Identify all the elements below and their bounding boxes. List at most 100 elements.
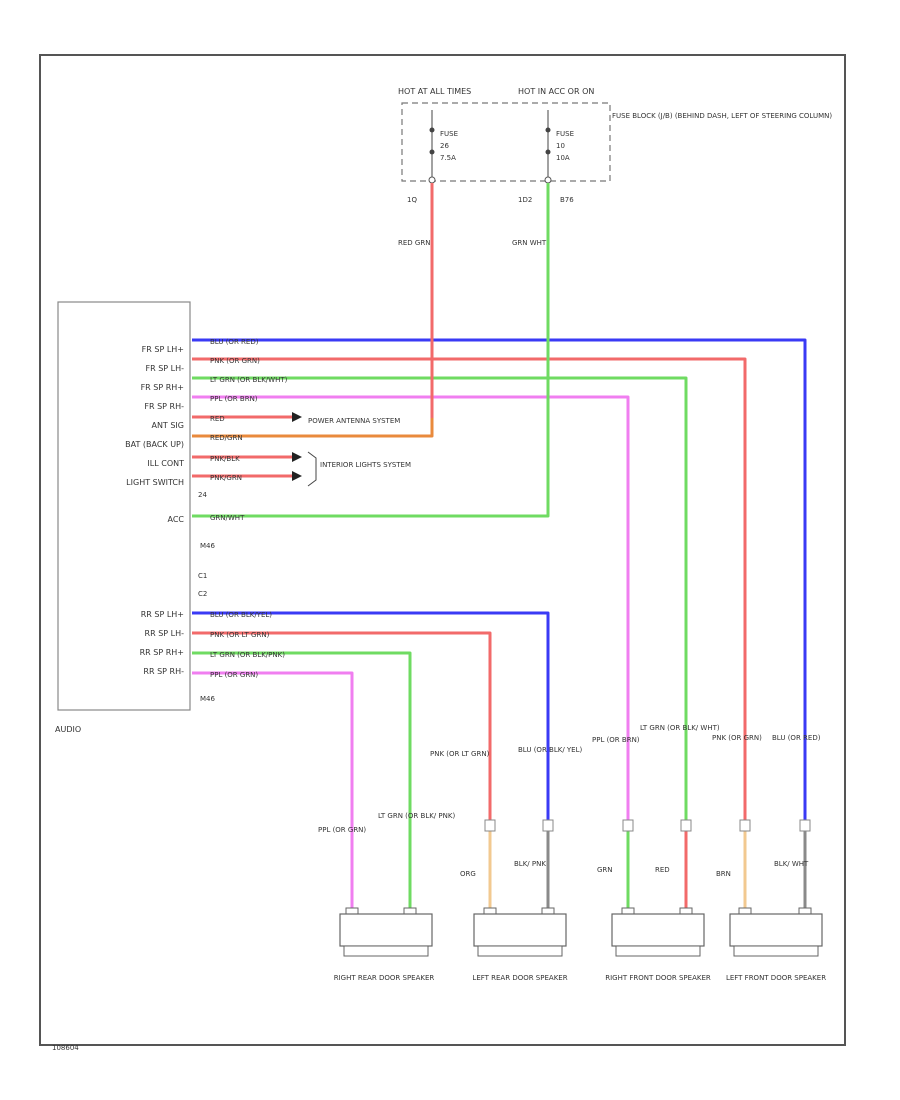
ground-m46-bottom: M46 [200, 695, 215, 703]
fuse-right-amperage: 10A [556, 154, 570, 162]
speaker-right-front-body [611, 913, 705, 947]
wire-feed-right-green [192, 183, 550, 518]
speaker-left-rear: LEFT REAR DOOR SPEAKER [472, 907, 568, 982]
label-rr-rh-pos: LT GRN (OR BLK/PNK) [210, 651, 285, 659]
speaker-left-front: LEFT FRONT DOOR SPEAKER [726, 907, 826, 982]
label-rr-lh-neg: PNK (OR LT GRN) [210, 631, 270, 639]
hot-in-acc-label: HOT IN ACC OR ON [518, 87, 594, 96]
arrow-ill-cont [292, 452, 302, 462]
wire-fr-rh-pos [192, 376, 688, 822]
fuse-right-word: FUSE [556, 130, 574, 138]
rr-rh-ppl-label: PPL (OR GRN) [318, 826, 366, 834]
wire-rr-rh-neg [192, 671, 354, 912]
ground-m46-top: M46 [200, 542, 215, 550]
fr-lh-pnk-label: PNK (OR GRN) [712, 734, 762, 742]
terminal-left-label: 1Q [407, 196, 417, 204]
feed-wire-right-label: GRN WHT [512, 239, 547, 247]
label-ant: RED [210, 415, 225, 423]
label-fr-rh-neg: PPL (OR BRN) [210, 395, 258, 403]
terminal-right-label-2: B76 [560, 196, 574, 204]
connector-fr-rh-a [622, 819, 634, 832]
audio-unit-box [57, 301, 191, 711]
fr-rh-grn-label: LT GRN (OR BLK/ WHT) [640, 724, 720, 732]
pin-fr-sp-lh-pos: FR SP LH+ [142, 345, 184, 354]
wire-fr-rh-neg [192, 395, 630, 822]
pin-fr-sp-rh-neg: FR SP RH- [144, 402, 184, 411]
fr-rh-b2-label: RED [655, 866, 670, 874]
speaker-right-rear-body [339, 913, 433, 947]
label-rr-lh-pos: BLU (OR BLK/YEL) [210, 611, 272, 619]
wire-color-labels: BLU (OR RED) PNK (OR GRN) LT GRN (OR BLK… [210, 338, 288, 679]
rr-lh-pnk-label: PNK (OR LT GRN) [430, 750, 490, 758]
label-fr-lh-neg: PNK (OR GRN) [210, 357, 260, 365]
fr-lh-b1-label: BRN [716, 870, 731, 878]
speaker-left-rear-label: LEFT REAR DOOR SPEAKER [472, 974, 567, 982]
pin-acc: ACC [167, 515, 184, 524]
label-rr-rh-neg: PPL (OR GRN) [210, 671, 258, 679]
wire-feed-left-orange [192, 418, 434, 438]
pin-ant-sig: ANT SIG [151, 421, 184, 430]
power-antenna-system-label: POWER ANTENNA SYSTEM [308, 417, 400, 425]
arrow-ant-sig [292, 412, 302, 422]
connector-fr-rh-b [680, 819, 692, 832]
fr-lh-blu-label: BLU (OR RED) [772, 734, 821, 742]
speaker-left-rear-body [473, 913, 567, 947]
wires [192, 183, 807, 912]
label-ill: PNK/BLK [210, 455, 240, 463]
fuse-right-symbol [545, 127, 551, 133]
pin-rr-sp-rh-neg: RR SP RH- [143, 667, 184, 676]
feed-wire-left-label: RED GRN [398, 239, 430, 247]
rr-lh-b1-label: ORG [460, 870, 476, 878]
rr-rh-grn-label: LT GRN (OR BLK/ PNK) [378, 812, 455, 820]
label-bat: RED/GRN [210, 434, 243, 442]
fuse-left-word: FUSE [440, 130, 458, 138]
pin-bat-backup: BAT (BACK UP) [125, 440, 184, 449]
fuse-right-number: 10 [556, 142, 565, 150]
fuse-right-terminal [544, 176, 552, 184]
fuse-left-terminal [428, 176, 436, 184]
rr-lh-blu-label: BLU (OR BLK/ YEL) [518, 746, 583, 754]
speaker-right-front-label: RIGHT FRONT DOOR SPEAKER [605, 974, 711, 982]
connector-24: 24 [198, 491, 207, 499]
connector-rr-lh-b [542, 819, 554, 832]
fuse-left-number: 26 [440, 142, 449, 150]
wire-fr-lh-pos [192, 338, 807, 822]
footer-code: 108604 [52, 1044, 79, 1052]
pin-fr-sp-rh-pos: FR SP RH+ [141, 383, 184, 392]
connector-rr-lh-a [484, 819, 496, 832]
speaker-right-front: RIGHT FRONT DOOR SPEAKER [605, 907, 711, 982]
wire-rr-lh-neg [192, 631, 492, 822]
speaker-left-front-label: LEFT FRONT DOOR SPEAKER [726, 974, 826, 982]
interior-lights-system-label: INTERIOR LIGHTS SYSTEM [320, 461, 411, 469]
connectors [484, 819, 811, 832]
audio-unit-label: AUDIO [55, 725, 81, 734]
speaker-wire-labels: PPL (OR GRN) LT GRN (OR BLK/ PNK) PNK (O… [318, 724, 821, 878]
connector-fr-lh-b [799, 819, 811, 832]
fuse-block: HOT AT ALL TIMES HOT IN ACC OR ON FUSE B… [398, 87, 832, 204]
fr-rh-b1-label: GRN [597, 866, 613, 874]
speakers: RIGHT REAR DOOR SPEAKER LEFT REAR DOOR S… [334, 907, 826, 982]
pin-rr-sp-lh-pos: RR SP LH+ [141, 610, 184, 619]
diagram-frame [39, 54, 846, 1046]
fuse-block-outline [401, 102, 611, 182]
label-fr-rh-pos: LT GRN (OR BLK/WHT) [210, 376, 288, 384]
arrow-light-switch [292, 471, 302, 481]
system-arrows [292, 412, 317, 487]
connector-fr-lh-a [739, 819, 751, 832]
connector-c1: C1 [198, 572, 207, 580]
fr-lh-b2-label: BLK/ WHT [774, 860, 809, 868]
label-light: PNK/GRN [210, 474, 242, 482]
pin-light-switch: LIGHT SWITCH [126, 478, 184, 487]
speaker-right-rear-label: RIGHT REAR DOOR SPEAKER [334, 974, 435, 982]
wire-fr-lh-neg [192, 357, 747, 822]
pin-rr-sp-lh-neg: RR SP LH- [145, 629, 185, 638]
fuse-left-amperage: 7.5A [440, 154, 456, 162]
terminal-right-label-1: 1D2 [518, 196, 532, 204]
connector-c2: C2 [198, 590, 207, 598]
speaker-left-front-body [729, 913, 823, 947]
rr-lh-b2-label: BLK/ PNK [514, 860, 546, 868]
fuse-block-label: FUSE BLOCK (J/B) (BEHIND DASH, LEFT OF S… [612, 112, 832, 120]
label-acc: GRN/WHT [210, 514, 245, 522]
fr-rh-ppl-label: PPL (OR BRN) [592, 736, 640, 744]
